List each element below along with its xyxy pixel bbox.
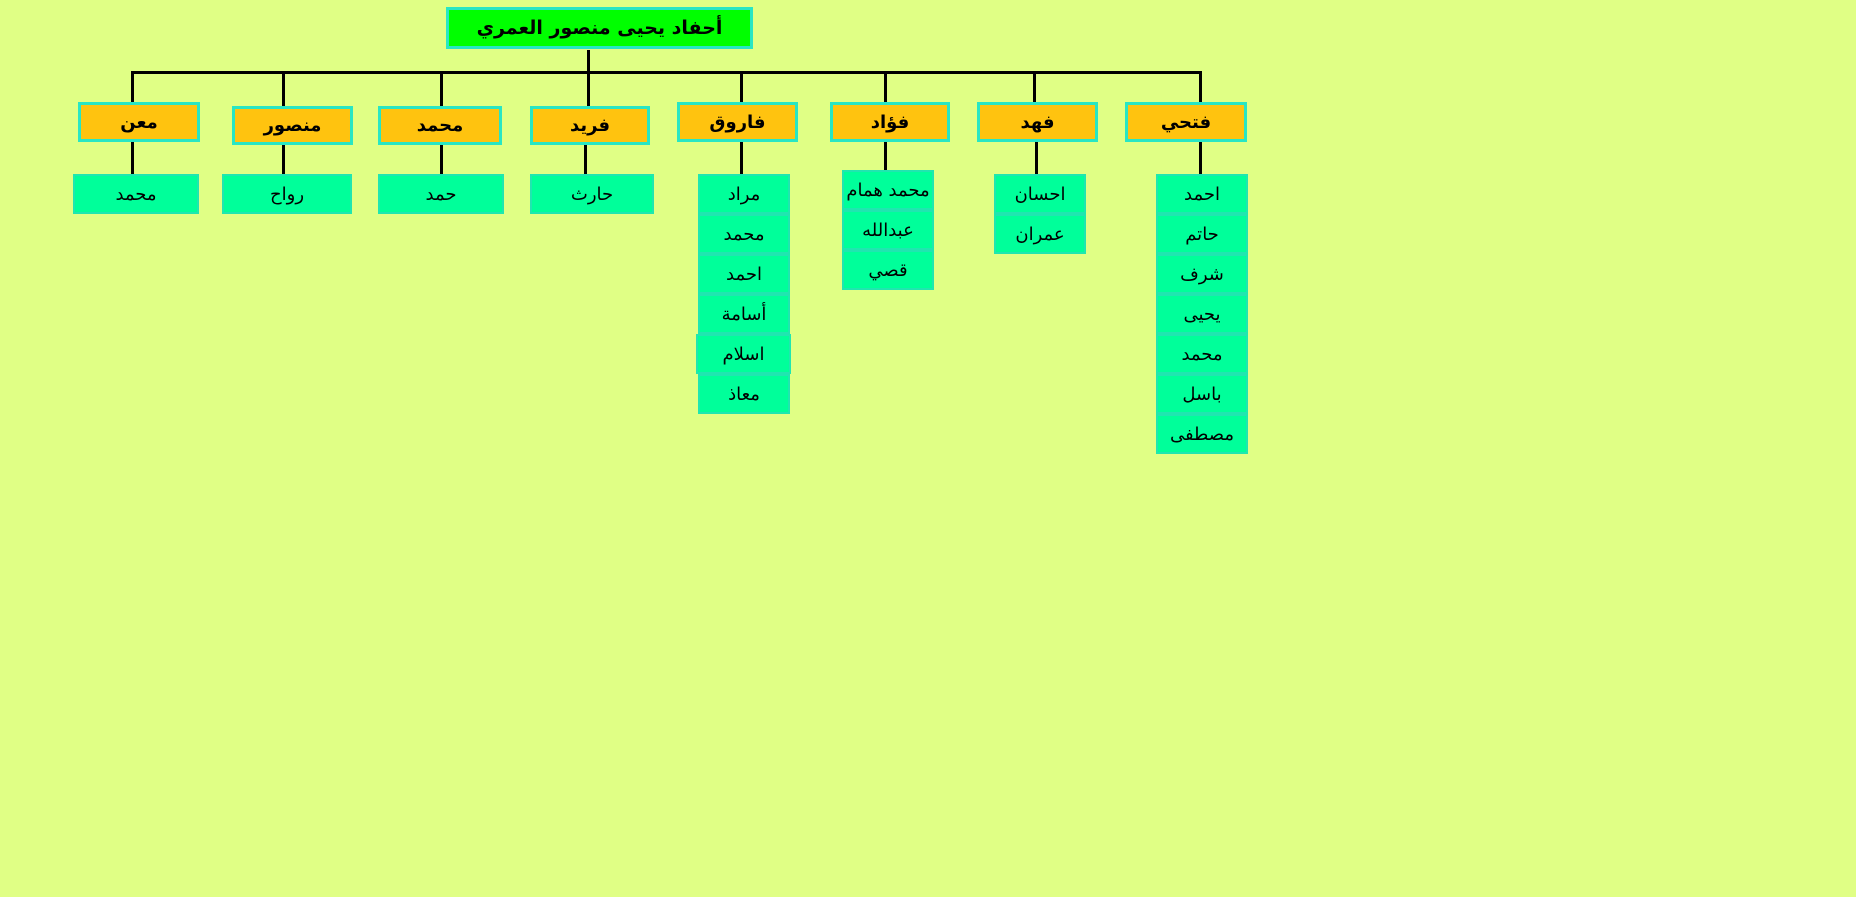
son-drop (282, 72, 285, 107)
son-drop (587, 72, 590, 107)
son-node: منصور (232, 106, 353, 145)
child-drop (740, 142, 743, 176)
grandchild-node: احسان (994, 174, 1086, 214)
grandchild-node: أسامة (698, 294, 790, 334)
son-drop (1199, 72, 1202, 103)
son-node: فهد (977, 102, 1098, 142)
grandchild-node: عبدالله (842, 210, 934, 250)
son-drop (440, 72, 443, 107)
son-drop (884, 72, 887, 103)
child-drop (584, 145, 587, 176)
grandchild-node: باسل (1156, 374, 1248, 414)
grandchild-node: يحيى (1156, 294, 1248, 334)
son-node: معن (78, 102, 200, 142)
grandchild-node: محمد همام (842, 170, 934, 210)
grandchild-node: حاتم (1156, 214, 1248, 254)
root-node: أحفاد يحيى منصور العمري (446, 7, 753, 49)
child-drop (282, 145, 285, 176)
grandchild-node: قصي (842, 250, 934, 290)
grandchild-node: شرف (1156, 254, 1248, 294)
son-node: فاروق (677, 102, 798, 142)
child-drop (440, 145, 443, 176)
grandchild-node: معاذ (698, 374, 790, 414)
grandchild-node: مصطفى (1156, 414, 1248, 454)
child-drop (1035, 142, 1038, 176)
grandchild-node: محمد (73, 174, 199, 214)
son-drop (131, 72, 134, 103)
grandchild-node: مراد (698, 174, 790, 214)
grandchild-node: محمد (1156, 334, 1248, 374)
grandchild-node: احمد (698, 254, 790, 294)
grandchild-node: رواح (222, 174, 352, 214)
son-node: فريد (530, 106, 650, 145)
son-drop (1033, 72, 1036, 103)
child-drop (884, 142, 887, 172)
grandchild-node: محمد (698, 214, 790, 254)
child-drop (1199, 142, 1202, 176)
son-drop (740, 72, 743, 103)
son-node: فتحي (1125, 102, 1247, 142)
horizontal-connector (131, 71, 1202, 74)
child-drop (131, 142, 134, 176)
grandchild-node: عمران (994, 214, 1086, 254)
son-node: محمد (378, 106, 502, 145)
son-node: فؤاد (830, 102, 950, 142)
grandchild-node: احمد (1156, 174, 1248, 214)
grandchild-node: حمد (378, 174, 504, 214)
root-connector (587, 50, 590, 72)
grandchild-node: حارث (530, 174, 654, 214)
grandchild-node: اسلام (696, 334, 791, 374)
